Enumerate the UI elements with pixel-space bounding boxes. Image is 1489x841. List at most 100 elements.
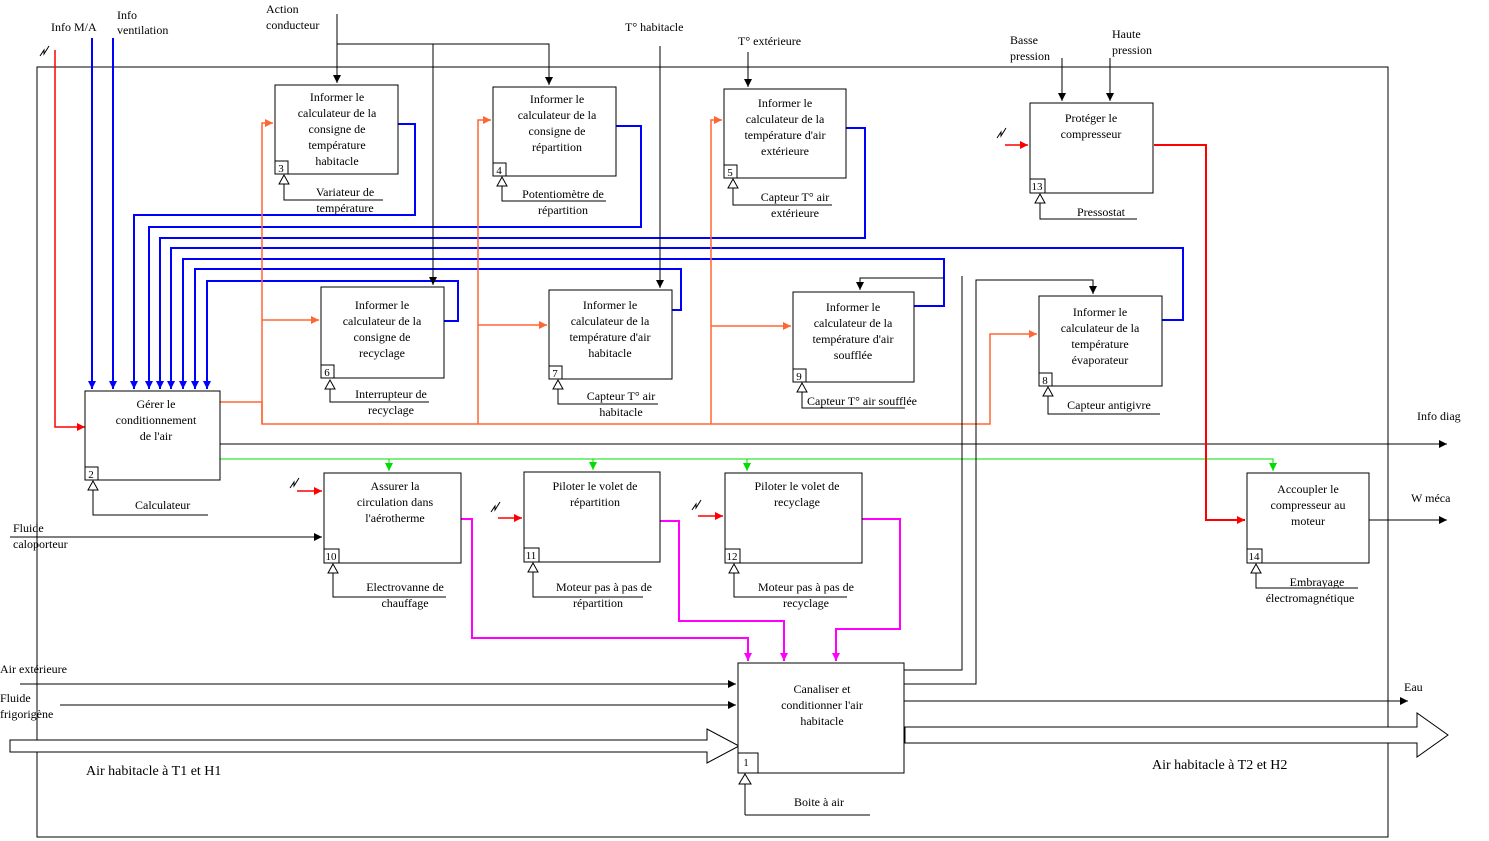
- air-habitacle-in-label: Air habitacle à T1 et H1: [86, 764, 221, 779]
- b7-to-b2-line: [191, 268, 682, 389]
- box-label-line: recyclage: [359, 346, 405, 360]
- basse-pression-label: Basse: [1010, 33, 1038, 47]
- b4-to-b2-line: [145, 125, 642, 389]
- support-label: recyclage: [368, 403, 414, 417]
- b2-control-bus-line: [220, 458, 1277, 471]
- box-label-line: l'aérotherme: [365, 511, 424, 525]
- box-label-line: de l'air: [140, 429, 172, 443]
- action-conducteur-label: Action: [266, 2, 299, 16]
- support-label: recyclage: [783, 596, 829, 610]
- box-label-line: température d'air: [812, 332, 893, 346]
- b12-to-b1-line: [832, 518, 901, 661]
- box-number: 1: [743, 757, 749, 769]
- support-label: Capteur T° air soufflée: [807, 394, 917, 408]
- support-label: Capteur T° air: [587, 389, 656, 403]
- support-label: répartition: [538, 203, 588, 217]
- box-label-line: calculateur de la: [343, 314, 422, 328]
- air-in-big-arrow: [9, 728, 741, 764]
- box-label-line: Canaliser et: [794, 682, 852, 696]
- info-ventilation-label: ventilation: [117, 23, 168, 37]
- action-to-b4-line: [337, 43, 553, 85]
- box-number: 6: [324, 367, 330, 379]
- box-label-line: Piloter le volet de: [553, 479, 638, 493]
- lightning-icon: [289, 477, 300, 489]
- air-habitacle-out-label: Air habitacle à T2 et H2: [1152, 758, 1287, 773]
- support-label: Potentiomètre de: [522, 187, 604, 201]
- box-label-line: évaporateur: [1072, 353, 1129, 367]
- lightning-icon: [996, 127, 1007, 139]
- b9-to-b2-line: [179, 258, 945, 389]
- box-label-line: moteur: [1291, 514, 1325, 528]
- fluide-frigorigene-label: Fluide: [0, 691, 31, 705]
- box-label-line: habitacle: [315, 154, 358, 168]
- box-12: 12 Piloter le volet de recyclage Moteur …: [724, 472, 863, 610]
- power-to-b2-line: [54, 50, 85, 431]
- lightning-icon: [39, 45, 50, 57]
- box-label-line: soufflée: [834, 348, 872, 362]
- box-number: 5: [727, 167, 733, 179]
- box-label-line: répartition: [570, 495, 620, 509]
- support-label: Electrovanne de: [366, 580, 444, 594]
- box-label-line: extérieure: [761, 144, 809, 158]
- support-label: Capteur antigivre: [1067, 398, 1151, 412]
- support-label: Boite à air: [794, 795, 844, 809]
- box-label-line: Informer le: [583, 298, 637, 312]
- t-exterieure-label: T° extérieure: [738, 34, 801, 48]
- b8-to-b2-line: [167, 247, 1184, 389]
- box-number: 11: [526, 550, 537, 562]
- box-label-line: circulation dans: [357, 495, 434, 509]
- box-11: 11 Piloter le volet de répartition Moteu…: [523, 471, 661, 610]
- b2-power-bus-line: [220, 330, 1037, 425]
- fluide-frigorigene-label: frigorigène: [0, 707, 53, 721]
- box-label-line: Informer le: [310, 90, 364, 104]
- fluide-caloporteur-label: caloporteur: [13, 537, 68, 551]
- b1-to-b8-line: [904, 279, 1097, 685]
- box-label-line: Informer le: [1073, 305, 1127, 319]
- power-symbols: [39, 45, 1007, 513]
- b10-to-b1-line: [461, 518, 752, 661]
- box-label-line: Gérer le: [137, 397, 176, 411]
- box-6: 6 Informer le calculateur de la consigne…: [320, 286, 445, 417]
- box-label-line: consigne de: [529, 124, 586, 138]
- box-label-line: recyclage: [774, 495, 820, 509]
- box-7: 7 Informer le calculateur de la températ…: [548, 289, 673, 419]
- box-8: 8 Informer le calculateur de la températ…: [1038, 295, 1163, 415]
- box-label-line: Piloter le volet de: [755, 479, 840, 493]
- box-label-line: Informer le: [530, 92, 584, 106]
- support-label: Pressostat: [1077, 205, 1126, 219]
- box-label-line: calculateur de la: [518, 108, 597, 122]
- b1-to-b9-line: [904, 276, 963, 671]
- info-ma-label: Info M/A: [51, 20, 97, 34]
- power-to-b4-line: [477, 116, 491, 424]
- box-number: 13: [1032, 181, 1044, 193]
- box-number: 7: [552, 368, 558, 380]
- info-ventilation-label: Info: [117, 8, 137, 22]
- info-diag-label: Info diag: [1417, 409, 1461, 423]
- box-label-line: température d'air: [569, 330, 650, 344]
- outer-frame: [36, 66, 1389, 838]
- box-label-line: habitacle: [800, 714, 843, 728]
- b13-to-b14-line: [1154, 144, 1245, 524]
- box-number: 4: [496, 165, 502, 177]
- box-10: 10 Assurer la circulation dans l'aérothe…: [323, 472, 462, 610]
- support-label: extérieure: [771, 206, 819, 220]
- box-5: 5 Informer le calculateur de la températ…: [723, 88, 847, 220]
- box-1: 1 Canaliser et conditionner l'air habita…: [737, 662, 905, 816]
- basse-pression-label: pression: [1010, 49, 1050, 63]
- b1-to-b9-feed-line: [856, 277, 944, 290]
- support-label: électromagnétique: [1266, 591, 1355, 605]
- box-label-line: habitacle: [588, 346, 631, 360]
- box-2: 2 Gérer le conditionnement de l'air Calc…: [84, 390, 221, 516]
- box-label-line: Assurer la: [371, 479, 421, 493]
- support-label: répartition: [573, 596, 623, 610]
- lightning-icon: [691, 499, 702, 511]
- support-label: Moteur pas à pas de: [758, 580, 854, 594]
- support-label: Interrupteur de: [355, 387, 427, 401]
- box-label-line: Informer le: [826, 300, 880, 314]
- box-number: 9: [796, 371, 802, 383]
- box-label-line: calculateur de la: [1061, 321, 1140, 335]
- box-4: 4 Informer le calculateur de la consigne…: [492, 86, 617, 217]
- air-exterieure-label: Air extérieure: [0, 662, 67, 676]
- box-label-line: température: [308, 138, 365, 152]
- connection-lines: [10, 14, 1447, 709]
